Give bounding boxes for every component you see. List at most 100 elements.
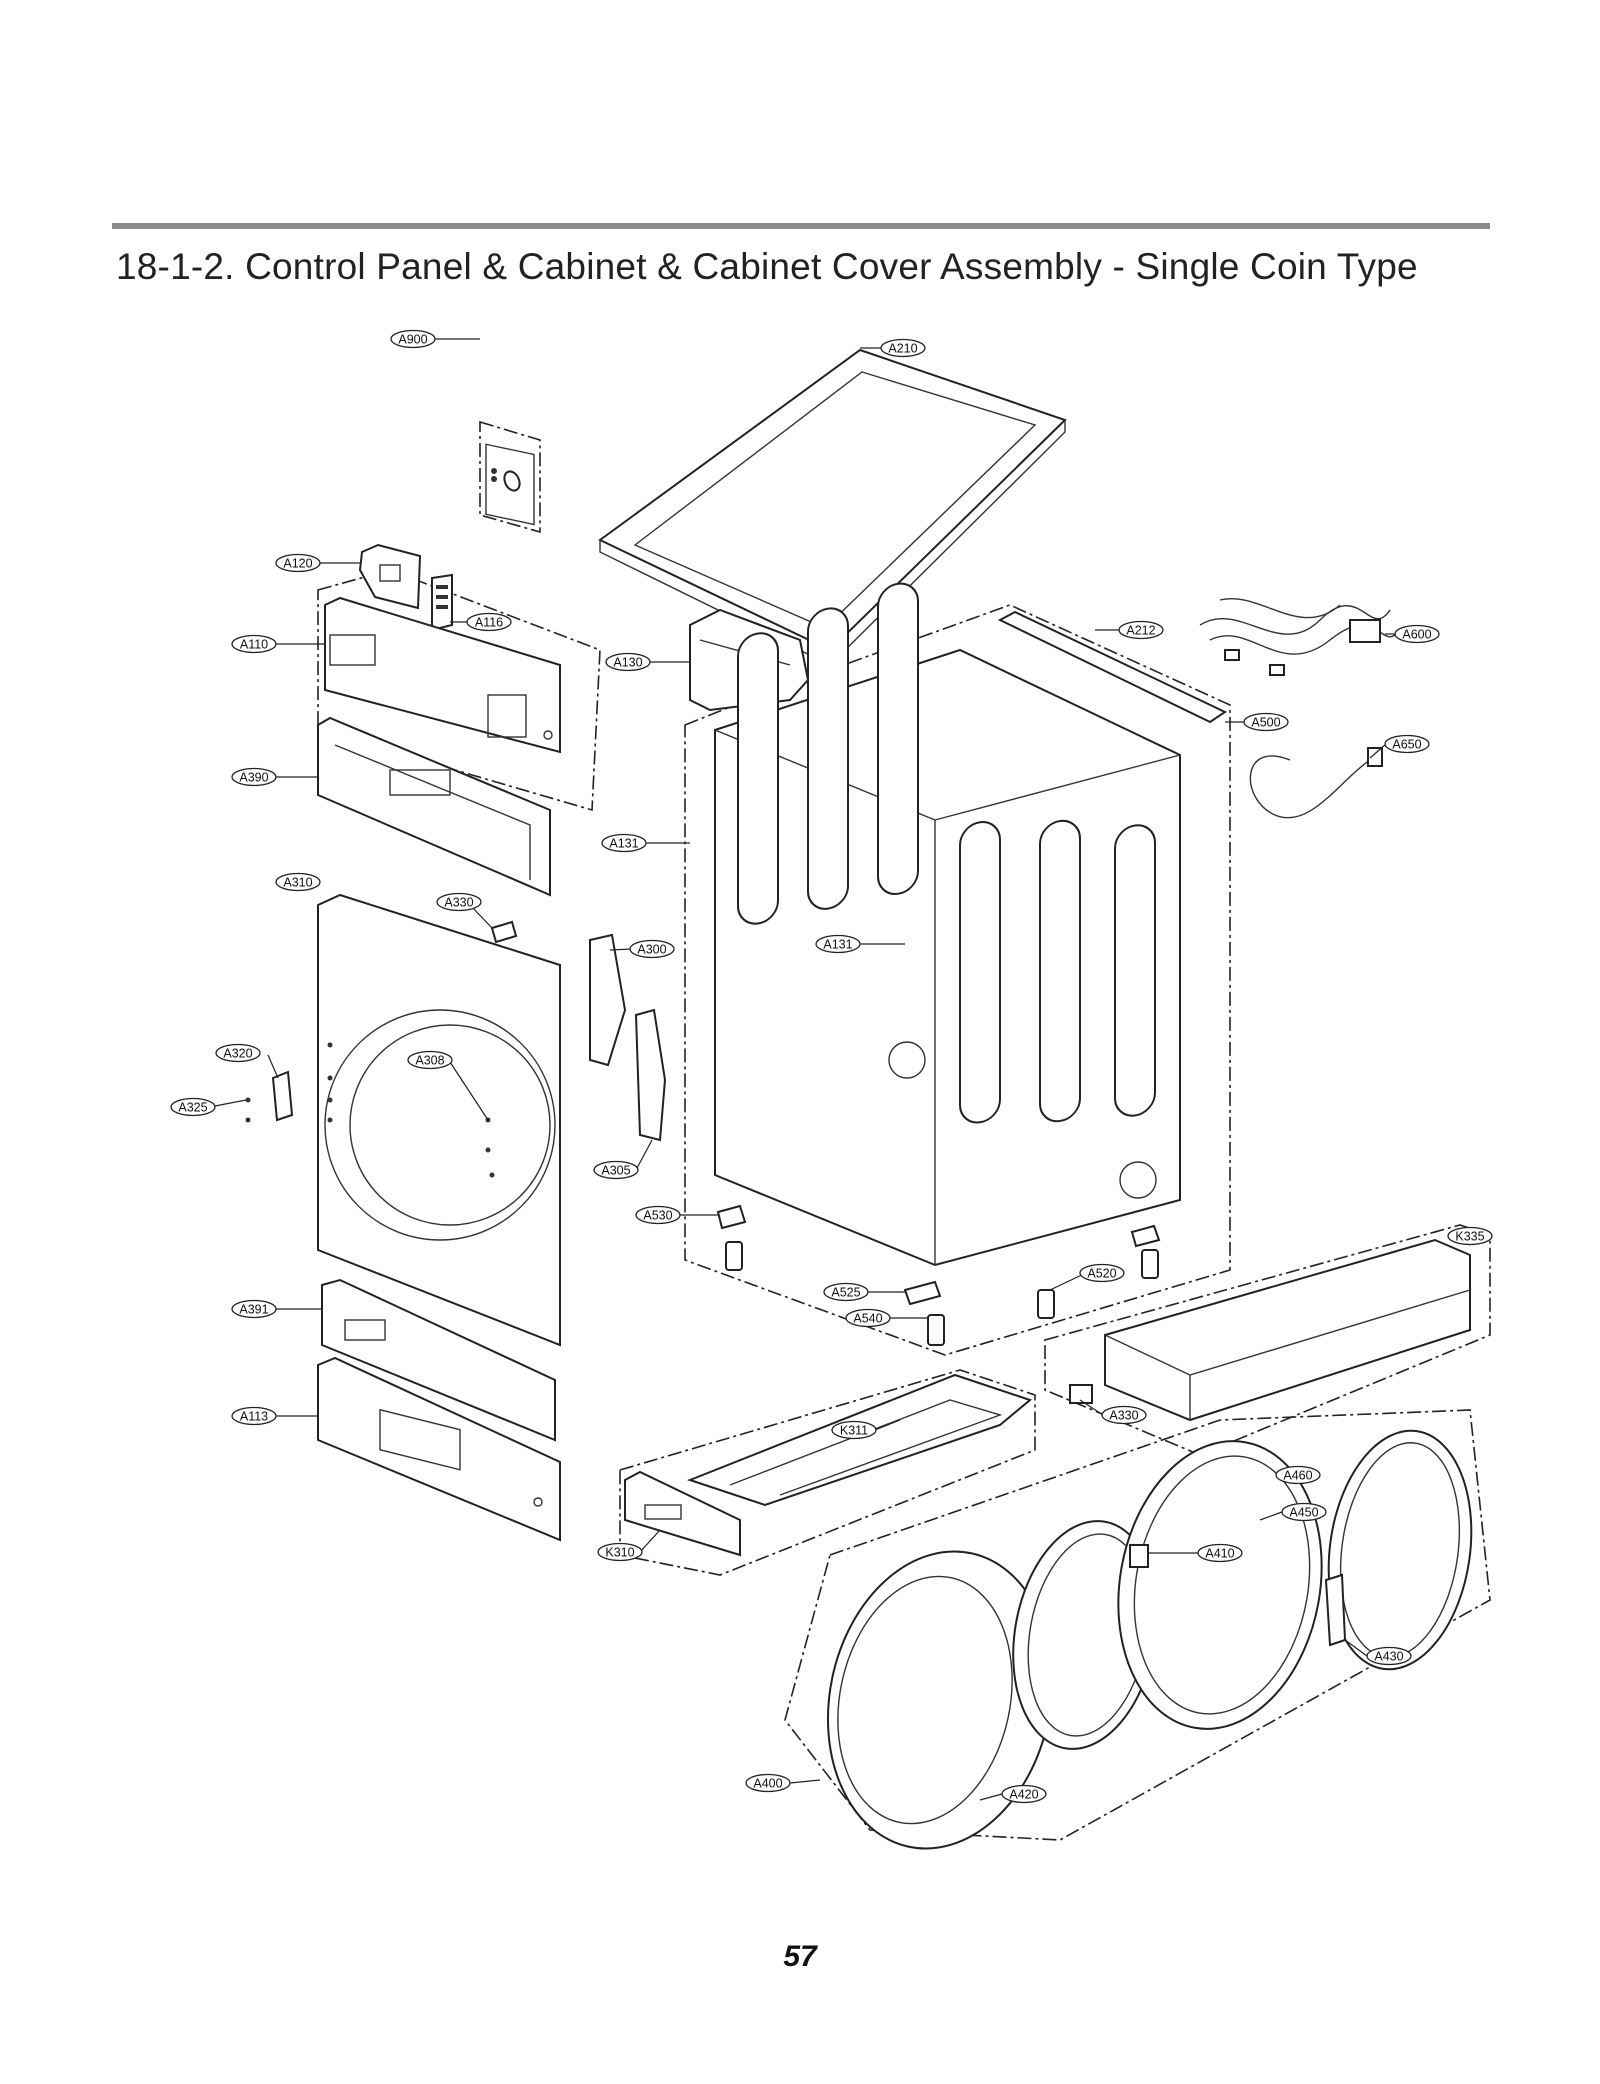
control-panel-part bbox=[324, 596, 561, 754]
top-rear-bracket-part bbox=[997, 610, 1228, 724]
svg-text:A120: A120 bbox=[283, 557, 312, 571]
svg-text:A520: A520 bbox=[1087, 1267, 1116, 1281]
callout-a116: A116 bbox=[466, 612, 512, 632]
svg-text:A500: A500 bbox=[1251, 716, 1280, 730]
callout-a900: A900 bbox=[390, 329, 436, 349]
svg-text:A430: A430 bbox=[1374, 1650, 1403, 1664]
wiring-harness-part bbox=[1199, 597, 1401, 676]
svg-text:A650: A650 bbox=[1392, 738, 1421, 752]
door-hinge-part bbox=[589, 933, 627, 1067]
callout-a650: A650 bbox=[1384, 734, 1430, 754]
callout-a300: A300 bbox=[629, 939, 675, 959]
power-cord-part bbox=[1249, 747, 1383, 819]
callout-a320: A320 bbox=[215, 1043, 261, 1063]
svg-text:A900: A900 bbox=[398, 333, 427, 347]
page-number: 57 bbox=[783, 1940, 817, 1973]
callout-a410: A410 bbox=[1197, 1543, 1243, 1563]
kick-panel-part bbox=[317, 1356, 561, 1542]
svg-text:A305: A305 bbox=[601, 1164, 630, 1178]
callout-a530: A530 bbox=[635, 1205, 681, 1225]
svg-text:A131: A131 bbox=[609, 837, 638, 851]
svg-text:A330: A330 bbox=[1109, 1409, 1138, 1423]
svg-text:K310: K310 bbox=[605, 1546, 634, 1560]
door-lock-part bbox=[271, 1070, 294, 1122]
svg-text:A400: A400 bbox=[753, 1777, 782, 1791]
svg-text:A450: A450 bbox=[1289, 1506, 1318, 1520]
svg-text:A460: A460 bbox=[1283, 1469, 1312, 1483]
callout-a131-left: A131 bbox=[601, 833, 647, 853]
callout-a600: A600 bbox=[1394, 624, 1440, 644]
callout-a430: A430 bbox=[1366, 1646, 1412, 1666]
callout-a131-center: A131 bbox=[815, 934, 861, 954]
panel-frame-part bbox=[317, 716, 551, 897]
front-panel-part bbox=[317, 893, 561, 1347]
svg-text:A212: A212 bbox=[1126, 624, 1155, 638]
header-rule bbox=[112, 223, 1490, 229]
svg-text:A116: A116 bbox=[475, 616, 503, 630]
callout-a310: A310 bbox=[275, 872, 321, 892]
callout-a305: A305 bbox=[593, 1160, 639, 1180]
screw-set-part bbox=[245, 1042, 495, 1178]
page-title: 18-1-2. Control Panel & Cabinet & Cabine… bbox=[116, 246, 1418, 287]
coin-box-part bbox=[1069, 1238, 1471, 1422]
svg-text:K335: K335 bbox=[1455, 1230, 1484, 1244]
callout-a390: A390 bbox=[231, 767, 277, 787]
door-switch-part bbox=[490, 920, 518, 944]
callout-k310: K310 bbox=[597, 1542, 643, 1562]
coin-drawer-part bbox=[624, 1373, 1033, 1557]
svg-text:A300: A300 bbox=[637, 943, 666, 957]
svg-text:A325: A325 bbox=[178, 1101, 207, 1115]
svg-text:A330: A330 bbox=[444, 896, 473, 910]
k335-group-outline bbox=[1044, 1224, 1491, 1456]
callout-a120: A120 bbox=[275, 553, 321, 573]
svg-text:A130: A130 bbox=[613, 656, 642, 670]
svg-text:A540: A540 bbox=[853, 1312, 882, 1326]
svg-text:K311: K311 bbox=[840, 1424, 868, 1438]
svg-text:A131: A131 bbox=[823, 938, 852, 952]
callout-a520: A520 bbox=[1079, 1263, 1125, 1283]
callout-k335: K335 bbox=[1447, 1226, 1493, 1246]
callout-a308: A308 bbox=[407, 1050, 453, 1070]
svg-text:A410: A410 bbox=[1205, 1547, 1234, 1561]
svg-text:A320: A320 bbox=[223, 1047, 252, 1061]
callout-k311: K311 bbox=[831, 1420, 877, 1440]
callout-a525: A525 bbox=[823, 1282, 869, 1302]
callout-a540: A540 bbox=[845, 1308, 891, 1328]
svg-text:A391: A391 bbox=[239, 1303, 268, 1317]
hinge-cover-part bbox=[634, 1008, 667, 1142]
svg-text:A525: A525 bbox=[831, 1286, 860, 1300]
callout-a110: A110 bbox=[231, 634, 277, 654]
callout-a210: A210 bbox=[880, 338, 926, 358]
callout-a212: A212 bbox=[1118, 620, 1164, 640]
svg-text:A210: A210 bbox=[888, 342, 917, 356]
callout-a330-top: A330 bbox=[436, 892, 482, 912]
svg-text:A113: A113 bbox=[240, 1410, 268, 1424]
main-pcb-part bbox=[358, 543, 422, 610]
callout-a400: A400 bbox=[745, 1773, 791, 1793]
svg-text:A600: A600 bbox=[1402, 628, 1431, 642]
door-group-outline bbox=[784, 1409, 1491, 1841]
callout-a113: A113 bbox=[231, 1406, 277, 1426]
callout-a420: A420 bbox=[1001, 1784, 1047, 1804]
door-assembly-part bbox=[826, 1429, 1473, 1850]
callout-a460: A460 bbox=[1275, 1465, 1321, 1485]
display-pcb-part bbox=[431, 573, 453, 632]
svg-text:A308: A308 bbox=[415, 1054, 444, 1068]
callout-a325: A325 bbox=[170, 1097, 216, 1117]
svg-text:A420: A420 bbox=[1009, 1788, 1038, 1802]
callout-a500: A500 bbox=[1243, 712, 1289, 732]
callout-a130: A130 bbox=[605, 652, 651, 672]
callout-a391: A391 bbox=[231, 1299, 277, 1319]
coin-decal-part bbox=[485, 443, 535, 526]
svg-text:A310: A310 bbox=[283, 876, 312, 890]
leveling-feet-part bbox=[716, 1204, 1161, 1346]
svg-text:A530: A530 bbox=[643, 1209, 672, 1223]
callout-a450: A450 bbox=[1281, 1502, 1327, 1522]
cabinet-part bbox=[714, 582, 1181, 1267]
lower-frame-part bbox=[321, 1278, 556, 1442]
svg-text:A390: A390 bbox=[239, 771, 268, 785]
svg-text:A110: A110 bbox=[240, 638, 268, 652]
a900-group-outline bbox=[479, 420, 541, 534]
callout-a330-bottom: A330 bbox=[1101, 1405, 1147, 1425]
